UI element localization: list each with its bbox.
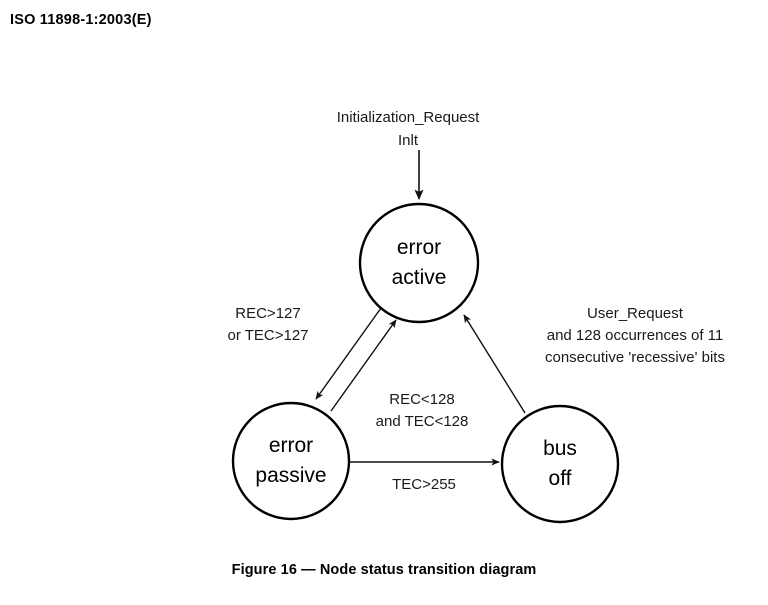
state-label-bus-off-line2: off [549, 467, 572, 490]
state-node-error-passive[interactable] [231, 401, 351, 521]
edge-label-passive-to-active-line1: REC<128 [389, 391, 454, 408]
state-label-bus-off-line1: bus [543, 437, 577, 460]
transition-active-to-passive [315, 307, 382, 400]
figure-caption: Figure 16 — Node status transition diagr… [231, 562, 537, 578]
edge-label-passive-to-active-line2: and TEC<128 [376, 413, 469, 430]
edge-label-active-to-passive-line1: REC>127 [235, 305, 300, 322]
edge-label-busoff-to-active-line1: User_Request [587, 305, 684, 322]
state-label-error-active-line2: active [392, 266, 447, 289]
document-header: ISO 11898-1:2003(E) [10, 12, 152, 28]
edge-label-init-line1: Initialization_Request [337, 109, 480, 126]
state-node-error-active[interactable] [358, 202, 480, 324]
transition-busoff-to-active [463, 314, 526, 414]
state-label-error-passive-line2: passive [255, 464, 326, 487]
edge-label-active-to-passive-line2: or TEC>127 [227, 327, 308, 344]
state-node-bus-off[interactable] [500, 404, 620, 524]
state-label-error-passive-line1: error [269, 434, 313, 457]
state-label-error-active-line1: error [397, 236, 441, 259]
transition-passive-to-active [330, 319, 397, 412]
edge-label-busoff-to-active-line3: consecutive 'recessive' bits [545, 349, 725, 366]
edge-label-init-line2: Inlt [398, 132, 419, 149]
edge-label-passive-to-busoff: TEC>255 [392, 476, 456, 493]
edge-label-busoff-to-active-line2: and 128 occurrences of 11 [547, 327, 724, 344]
